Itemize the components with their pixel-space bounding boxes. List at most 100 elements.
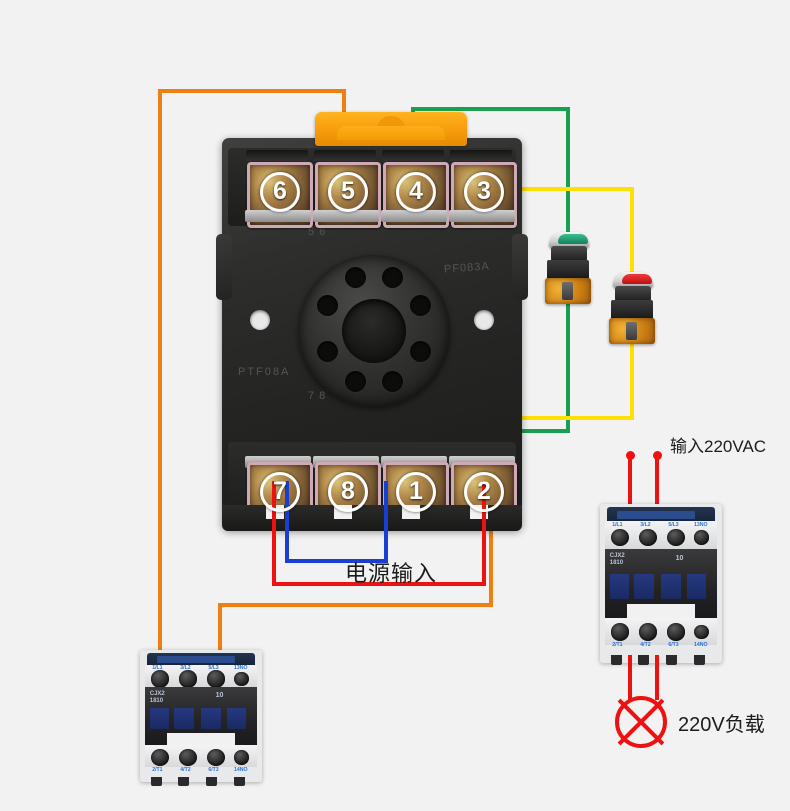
wire-red-load-left [628, 655, 632, 700]
contactor-right-screw-3l2[interactable] [639, 528, 658, 547]
wire-blue-horizontal [285, 559, 388, 563]
contactor-right-label-1l1: 1/L1 [612, 522, 623, 529]
contactor-left-screw-14no[interactable] [233, 750, 249, 765]
contactor-right-screw-6t3[interactable] [667, 623, 686, 641]
contactor-right-blue-label [617, 511, 696, 520]
load-220v-label: 220V负载 [678, 714, 765, 736]
contactor-left-label-13no: 13NO [233, 664, 248, 671]
terminal-cap-6 [245, 210, 311, 222]
contactor-right-label-4t2: 4/T2 [640, 642, 651, 649]
socket-center-boss [298, 255, 450, 407]
contactor-right-screw-14no[interactable] [693, 624, 709, 640]
terminal-bar-6 [246, 150, 308, 161]
contactor-left-screw-5l3[interactable] [207, 670, 226, 688]
pin-badge-6: 6 [260, 172, 300, 212]
terminal-cap-3 [449, 210, 515, 222]
contactor-left-screw-1l1[interactable] [150, 670, 170, 688]
wire-green-top-horizontal [411, 107, 570, 111]
contactor-left-label-3l2: 3/L2 [180, 664, 191, 671]
wire-red-mains-l2 [655, 455, 659, 540]
contactor-right[interactable]: 1/L1 3/L2 5/L3 13NO CJX2 1810 10 2/T1 4/… [600, 504, 722, 665]
socket-pinhole-4 [410, 341, 431, 362]
contactor-right-pole-4 [686, 573, 707, 600]
contactor-left-foot-3 [205, 776, 217, 786]
red-button-cap [622, 274, 652, 284]
socket-pinhole-7 [317, 341, 338, 362]
wire-red-load-right [655, 655, 659, 700]
contactor-left-label-2t1: 2/T1 [152, 767, 163, 774]
socket-engraving-right: PF083A [443, 260, 491, 276]
red-button-head [613, 272, 653, 288]
contactor-right-pole-2 [634, 573, 654, 600]
contactor-left-label-1l1: 1/L1 [152, 664, 163, 671]
red-button-terminal-base [609, 318, 655, 344]
contactor-bottom-left[interactable]: 1/L1 3/L2 5/L3 13NO CJX2 1810 10 2/T1 4/… [140, 650, 262, 786]
pin-badge-4: 4 [396, 172, 436, 212]
power-input-label: 电源输入 [345, 561, 438, 586]
contactor-left-aux-code: 10 [215, 692, 224, 700]
red-button-collar [615, 286, 651, 302]
contactor-left-screw-4t2[interactable] [179, 749, 198, 767]
socket-pinhole-2 [382, 267, 403, 288]
contactor-right-brand: CJX2 1810 [609, 553, 625, 566]
socket-pinhole-1 [345, 267, 366, 288]
contactor-left-label-5l3: 5/L3 [208, 664, 219, 671]
contactor-left-pole-2 [174, 708, 194, 730]
contactor-right-foot-2 [637, 655, 649, 665]
pin-badge-7: 7 [260, 472, 300, 512]
contactor-right-screw-5l3[interactable] [667, 528, 686, 547]
contactor-right-aux-code: 10 [675, 554, 684, 562]
socket-center-bore [342, 299, 406, 363]
contactor-right-screw-13no[interactable] [693, 530, 709, 545]
socket-engraving-row-top: 5 6 [308, 226, 327, 238]
terminal-cap-4 [381, 210, 447, 222]
wire-green-from-button [566, 300, 570, 432]
contactor-left-pole-4 [226, 708, 247, 730]
green-button-head [549, 232, 589, 248]
socket-pinhole-8 [317, 295, 338, 316]
terminal-bar-4 [382, 150, 444, 161]
socket-ear-left [216, 234, 232, 300]
contactor-left-screw-6t3[interactable] [207, 749, 226, 767]
contactor-right-screw-2t1[interactable] [610, 623, 630, 641]
wire-yellow-to-button [630, 187, 634, 275]
contactor-left-blue-label [157, 655, 236, 663]
contactor-right-label-3l2: 3/L2 [640, 522, 651, 529]
socket-ear-right [512, 234, 528, 300]
contactor-right-label-14no: 14NO [693, 642, 708, 649]
socket-mount-hole-right [474, 310, 494, 330]
wire-red-pin7-vertical [272, 481, 276, 586]
contactor-right-screw-4t2[interactable] [639, 623, 658, 641]
contactor-right-foot-3 [665, 655, 677, 665]
contactor-right-foot-1 [610, 655, 622, 665]
contactor-right-screw-1l1[interactable] [610, 528, 630, 547]
green-button-contact-block [547, 260, 589, 282]
contactor-left-label-4t2: 4/T2 [180, 767, 191, 774]
red-button-contact-block [611, 300, 653, 322]
terminal-bar-5 [314, 150, 376, 161]
pin-badge-8: 8 [328, 472, 368, 512]
wire-blue-pin8-vertical [384, 481, 388, 563]
contactor-left-pole-3 [201, 708, 221, 730]
contactor-left-foot-4 [233, 776, 245, 786]
pin-badge-2: 2 [464, 472, 504, 512]
wire-yellow-from-button [630, 340, 634, 420]
contactor-left-screw-13no[interactable] [233, 671, 249, 687]
contactor-left-screw-2t1[interactable] [150, 749, 170, 767]
wire-blue-pin7-vertical [285, 481, 289, 563]
socket-engraving-row-bottom: 7 8 [308, 390, 327, 402]
socket-pinhole-3 [410, 295, 431, 316]
socket-engraving-left: PTF08A [238, 366, 291, 378]
wire-orange-pin2-vertical [489, 478, 493, 607]
green-button-collar [551, 246, 587, 262]
contactor-left-pole-1 [149, 708, 170, 730]
wire-yellow-pin3-horizontal [488, 187, 634, 191]
terminal-cap-5 [313, 210, 379, 222]
wire-orange-left-vertical [158, 89, 162, 652]
contactor-left-foot-2 [177, 776, 189, 786]
socket-retaining-clip[interactable] [315, 112, 467, 146]
wire-red-mains-l1 [628, 455, 632, 540]
contactor-left-screw-3l2[interactable] [179, 670, 198, 688]
contactor-left-bottom-terminals [144, 745, 258, 768]
